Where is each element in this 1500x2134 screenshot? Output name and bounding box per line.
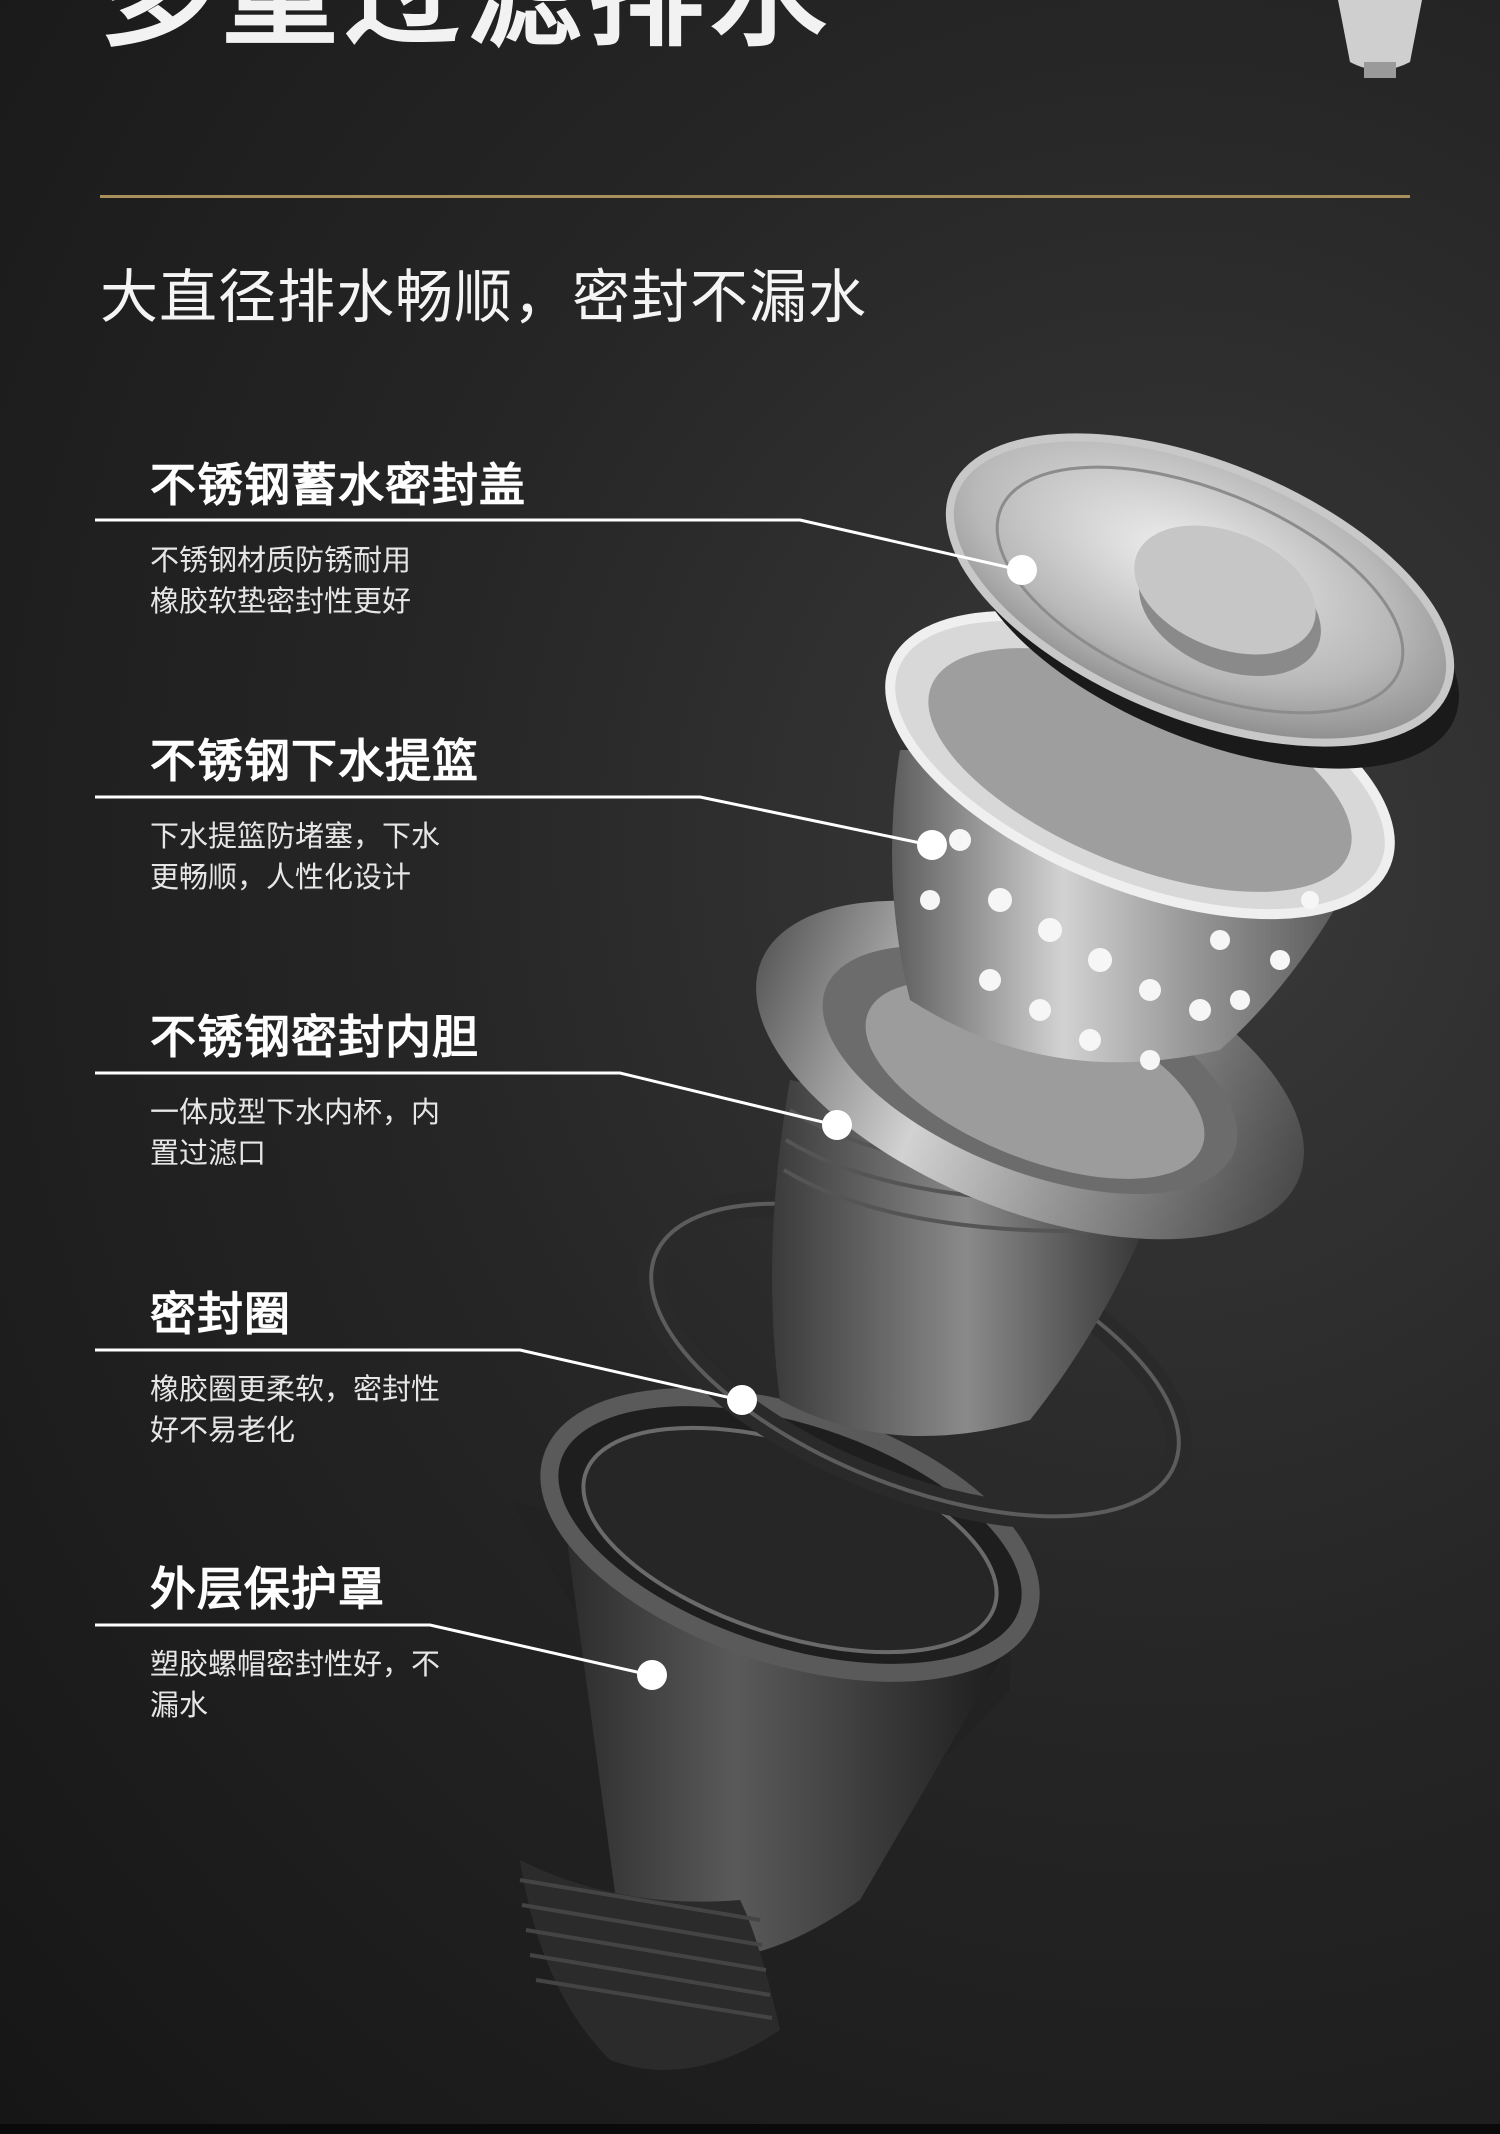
callout-desc-line: 橡胶圈更柔软，密封性 xyxy=(150,1372,441,1406)
callout-desc-line: 塑胶螺帽密封性好，不 xyxy=(150,1647,441,1681)
callout-sealing-ring: 密封圈 橡胶圈更柔软，密封性 好不易老化 xyxy=(150,1291,490,1451)
page-subtitle: 大直径排水畅顺，密封不漏水 xyxy=(100,263,868,331)
callout-description: 一体成型下水内杯，内 置过滤口 xyxy=(150,1092,490,1174)
callout-desc-line: 一体成型下水内杯，内 xyxy=(150,1095,441,1129)
callout-title: 不锈钢蓄水密封盖 xyxy=(150,458,526,512)
callout-title: 不锈钢下水提篮 xyxy=(150,734,479,788)
callout-lid: 不锈钢蓄水密封盖 不锈钢材质防锈耐用 橡胶软垫密封性更好 xyxy=(150,462,526,622)
inner-cup-shape xyxy=(756,900,1304,1436)
callout-desc-line: 置过滤口 xyxy=(150,1136,267,1170)
stainless-lid-shape xyxy=(945,433,1459,769)
callout-outer-housing: 外层保护罩 塑胶螺帽密封性好，不 漏水 xyxy=(150,1566,490,1726)
callout-description: 不锈钢材质防锈耐用 橡胶软垫密封性更好 xyxy=(150,540,490,622)
callout-description: 橡胶圈更柔软，密封性 好不易老化 xyxy=(150,1369,490,1451)
callout-dots xyxy=(637,555,1037,1690)
leader-lines xyxy=(95,518,1021,1677)
callout-title: 密封圈 xyxy=(150,1287,291,1341)
callout-desc-line: 好不易老化 xyxy=(150,1413,296,1447)
callout-desc-line: 更畅顺，人性化设计 xyxy=(150,860,412,894)
callout-title: 外层保护罩 xyxy=(150,1562,385,1616)
callout-desc-line: 不锈钢材质防锈耐用 xyxy=(150,543,412,577)
callout-desc-line: 下水提篮防堵塞，下水 xyxy=(150,819,441,853)
strainer-basket-shape xyxy=(885,610,1395,1070)
callout-desc-line: 漏水 xyxy=(150,1688,209,1722)
callout-description: 塑胶螺帽密封性好，不 漏水 xyxy=(150,1644,490,1726)
callout-basket: 不锈钢下水提篮 下水提篮防堵塞，下水 更畅顺，人性化设计 xyxy=(150,738,490,898)
callout-title: 不锈钢密封内胆 xyxy=(150,1010,479,1064)
product-thumbnail-icon xyxy=(1338,0,1422,78)
callout-description: 下水提篮防堵塞，下水 更畅顺，人性化设计 xyxy=(150,816,490,898)
page-headline: 多重过滤排水 xyxy=(100,0,832,54)
outer-housing-shape xyxy=(510,1388,1040,2070)
bottom-edge xyxy=(0,2124,1500,2134)
callout-inner-cup: 不锈钢密封内胆 一体成型下水内杯，内 置过滤口 xyxy=(150,1014,490,1174)
callout-desc-line: 橡胶软垫密封性更好 xyxy=(150,584,412,618)
accent-divider xyxy=(100,195,1410,198)
